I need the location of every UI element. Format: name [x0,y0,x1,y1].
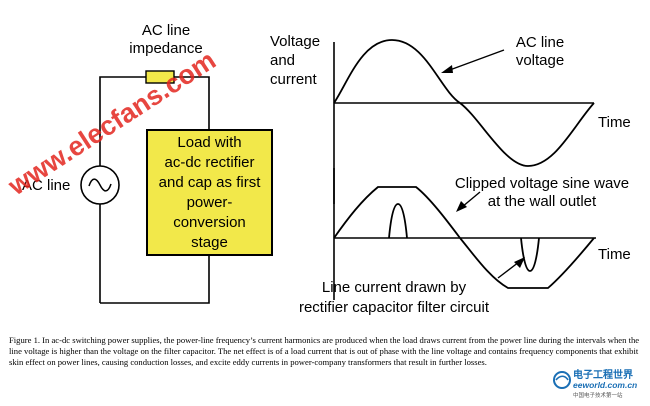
logo-tagline: 中国电子技术第一站 [573,391,623,399]
logo-emblem-icon [553,371,571,389]
y-axis-label-line2: and [270,52,296,69]
load-block: Load with ac-dc rectifier and cap as fir… [146,129,273,256]
logo-emblem-swoosh [555,375,569,381]
ac-line-voltage-waveform [333,39,595,167]
line-current-arrowhead [514,257,525,268]
y-axis-label-line1: Voltage [270,33,321,50]
load-line-1: Load with [177,133,242,151]
clipped-wave-arrowhead [456,201,467,212]
watermark-text: www.elecfans.com [2,45,221,200]
bottom-time-label: Time [598,246,631,263]
ac-line-voltage-arrowhead [441,65,453,73]
line-current-line2: rectifier capacitor filter circuit [298,299,490,316]
elecfans-watermark: www.elecfans.com [2,45,221,200]
line-current-arrow [497,261,520,279]
line-current-line1: Line current drawn by [321,279,467,296]
load-line-3: and cap as first [158,173,261,191]
impedance-label-line1: AC line [141,22,191,39]
clipped-wave-line1: Clipped voltage sine wave [454,175,630,192]
line-current-pulse-negative [520,237,540,272]
clipped-wave-arrow [461,191,481,208]
logo-chinese: 电子工程世界 [573,368,633,381]
impedance-resistor [145,70,175,84]
y-axis-label: Voltage and current [270,32,320,89]
impedance-label: AC line impedance [116,22,216,58]
load-line-2: ac-dc rectifier [164,153,255,171]
load-description: Load with ac-dc rectifier and cap as fir… [148,133,271,253]
ac-line-voltage-line1: AC line [515,34,565,51]
ac-source-sine-icon [88,178,112,192]
clipped-voltage-waveform [333,186,595,289]
y-axis-label-line3: current [270,71,317,88]
ac-line-voltage-label: AC line voltage [498,34,582,70]
load-line-5: stage [191,233,228,251]
ac-source-label: AC line [22,177,71,194]
load-line-4: power-conversion [173,193,246,231]
bottom-plot-axes [333,168,596,300]
logo-url: eeworld.com.cn [573,380,637,390]
ac-line-voltage-line2: voltage [515,52,565,69]
circuit-wiring [99,76,210,304]
impedance-label-line2: impedance [129,40,203,57]
line-current-label: Line current drawn by rectifier capacito… [278,278,510,318]
clipped-wave-line2: at the wall outlet [487,193,597,210]
figure-caption: Figure 1. In ac-dc switching power suppl… [9,335,640,368]
top-time-label: Time [598,114,631,131]
clipped-wave-label: Clipped voltage sine wave at the wall ou… [448,175,636,211]
eeworld-logo: 电子工程世界 eeworld.com.cn 中国电子技术第一站 [553,368,637,399]
ac-line-voltage-arrow [446,49,505,72]
line-current-pulse-positive [388,203,408,239]
